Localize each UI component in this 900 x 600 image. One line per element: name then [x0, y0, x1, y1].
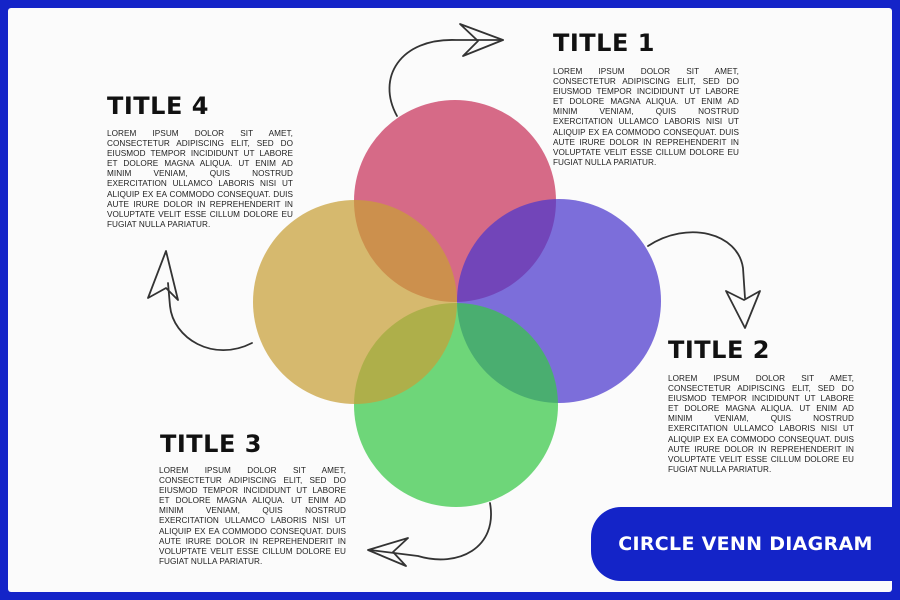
title-1: TITLE 1 — [553, 29, 655, 57]
venn-diagram — [147, 23, 761, 567]
text-1: LOREM IPSUM DOLOR SIT AMET, CONSECTETUR … — [553, 67, 739, 167]
title-4: TITLE 4 — [107, 92, 209, 120]
text-2: LOREM IPSUM DOLOR SIT AMET, CONSECTETUR … — [668, 374, 854, 474]
text-4: LOREM IPSUM DOLOR SIT AMET, CONSECTETUR … — [107, 129, 293, 229]
arrow-head-2 — [725, 290, 761, 329]
circle-4 — [253, 200, 457, 404]
diagram-title-banner: CIRCLE VENN DIAGRAM — [591, 507, 900, 581]
arrow-head-4 — [147, 250, 179, 301]
title-2: TITLE 2 — [668, 336, 770, 364]
arrow-2-to-3 — [369, 502, 492, 561]
arrow-3-to-4 — [167, 282, 253, 352]
text-3: LOREM IPSUM DOLOR SIT AMET, CONSECTETUR … — [159, 466, 346, 566]
arrow-1-to-2 — [647, 231, 746, 299]
arrow-4-to-1 — [388, 39, 504, 117]
arrow-head-3 — [367, 537, 409, 567]
arrow-head-1 — [459, 23, 504, 57]
title-3: TITLE 3 — [160, 430, 262, 458]
banner-label: CIRCLE VENN DIAGRAM — [618, 533, 873, 555]
diagram-canvas: TITLE 1 LOREM IPSUM DOLOR SIT AMET, CONS… — [8, 8, 892, 592]
